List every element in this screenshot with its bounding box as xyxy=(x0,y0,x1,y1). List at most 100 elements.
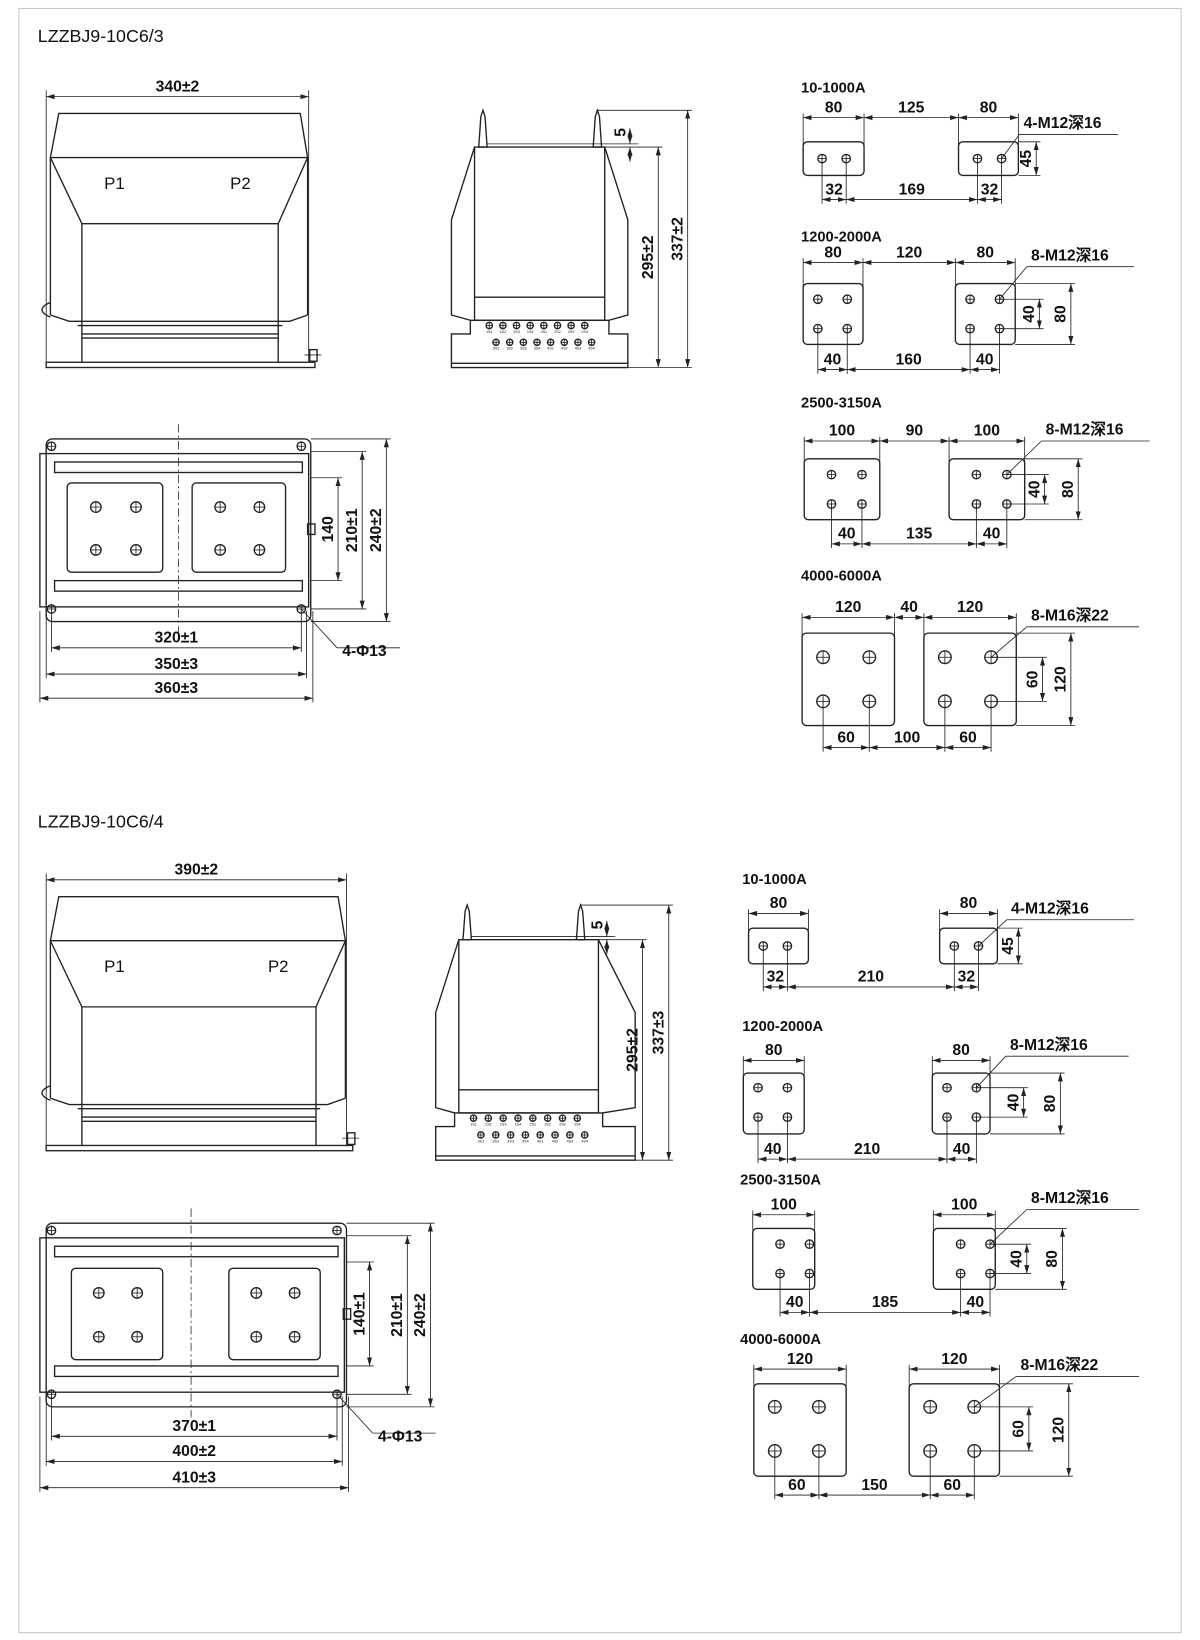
pad-width-dim-label: 100 xyxy=(771,1197,798,1214)
secondary-terminal-label: 4S1 xyxy=(537,1139,544,1143)
hole-spacing-dim-label: 32 xyxy=(767,969,785,986)
model-title: LZZBJ9-10C6/3 xyxy=(38,26,164,46)
ground-bolt-icon xyxy=(346,1132,356,1146)
base-plate xyxy=(45,1144,354,1152)
hole-spacing-dim-label: 40 xyxy=(786,1294,804,1311)
busbar-pad-left xyxy=(747,927,810,965)
pad-height-dim-label: 80 xyxy=(1053,305,1070,323)
hole-spacing-dim-label: 135 xyxy=(906,526,933,543)
secondary-terminal-label: 3S4 xyxy=(534,347,541,351)
secondary-terminal-label: 2S4 xyxy=(574,1123,581,1127)
horizontal-dim-label: 360±3 xyxy=(155,680,199,697)
base-flare xyxy=(50,314,308,322)
busbar-pad-left xyxy=(801,632,896,727)
pad-height-dim-label: 120 xyxy=(1051,1417,1068,1444)
pad-height-dim-label: 80 xyxy=(1044,1250,1061,1268)
primary-terminal-pad xyxy=(191,482,287,573)
secondary-terminal-label: 3S3 xyxy=(507,1139,514,1143)
secondary-terminal-label: 2S4 xyxy=(582,330,589,334)
secondary-terminal-label: 4S4 xyxy=(581,1139,588,1143)
busbar-pad-right xyxy=(908,1383,1001,1477)
pad-width-dim-label: 120 xyxy=(957,599,984,616)
vertical-dim-label: 240±2 xyxy=(412,1293,429,1337)
side-flange xyxy=(450,146,476,321)
terminal-p2-label: P2 xyxy=(268,957,289,976)
hole-spacing-dim-label: 100 xyxy=(894,729,921,746)
vertical-dim-label: 210±1 xyxy=(389,1293,406,1337)
bolt-hole-spec: 8-M12深16 xyxy=(1010,1035,1088,1054)
side-flange xyxy=(604,146,629,321)
secondary-terminal-label: 2S1 xyxy=(541,330,548,334)
hole-spacing-dim-label: 40 xyxy=(824,351,842,368)
busbar-pad-left xyxy=(753,1383,847,1477)
hole-spacing-dim-label: 160 xyxy=(896,351,923,368)
clamp-bar xyxy=(53,1245,339,1258)
height-337-dim-label: 337±2 xyxy=(669,217,686,261)
pad-width-dim-label: 120 xyxy=(787,1351,814,1368)
secondary-terminal-label: 1S4 xyxy=(515,1123,522,1127)
secondary-terminal-label: 2S3 xyxy=(568,330,575,334)
pad-gap-dim-label: 125 xyxy=(898,99,925,116)
hole-spacing-dim-label: 40 xyxy=(967,1294,985,1311)
bolt-hole-spec: 8-M16深22 xyxy=(1020,1355,1098,1374)
side-flange xyxy=(597,939,636,1114)
lifting-lug xyxy=(41,1084,51,1101)
leader-line xyxy=(989,1209,1028,1245)
pad-height-dim-label: 80 xyxy=(1042,1094,1059,1112)
terminal-p1-label: P1 xyxy=(104,174,125,193)
pad-height-dim-label: 80 xyxy=(1060,480,1077,498)
bolt-hole-spec: 8-M12深16 xyxy=(1031,1188,1109,1207)
pad-width-dim-label: 80 xyxy=(770,895,788,912)
secondary-terminal-label: 2S2 xyxy=(544,1123,551,1127)
horizontal-dim-label: 400±2 xyxy=(172,1443,216,1460)
primary-terminal-pad xyxy=(66,482,164,573)
hole-row-spacing-dim-label: 60 xyxy=(1024,670,1041,688)
secondary-terminal-label: 1S2 xyxy=(500,330,507,334)
width-dim-label: 340±2 xyxy=(156,78,200,95)
hole-spacing-dim-label: 40 xyxy=(764,1141,782,1158)
horizontal-dim-label: 350±3 xyxy=(155,656,199,673)
secondary-terminal-label: 1S1 xyxy=(470,1123,477,1127)
leader-line xyxy=(1006,440,1042,475)
pad-gap-dim-label: 90 xyxy=(906,423,924,440)
busbar-rating-title: 2500-3150A xyxy=(740,1172,821,1188)
leader-line xyxy=(1001,134,1020,159)
body-outline xyxy=(39,1237,346,1393)
leader-line xyxy=(974,1376,1017,1408)
pad-width-dim-label: 80 xyxy=(765,1042,783,1059)
bolt-hole-spec: 4-M12深16 xyxy=(1011,898,1089,917)
funnel-edge xyxy=(277,157,309,224)
secondary-terminal-label: 3S2 xyxy=(506,347,513,351)
busbar-rating-title: 10-1000A xyxy=(801,80,866,96)
busbar-pad-left xyxy=(742,1072,805,1135)
pad-gap-dim-label: 120 xyxy=(896,244,923,261)
secondary-terminal-label: 3S2 xyxy=(492,1139,499,1143)
secondary-terminal-label: 3S3 xyxy=(520,347,527,351)
hole-spacing-dim-label: 40 xyxy=(976,351,994,368)
pad-width-dim-label: 100 xyxy=(974,423,1001,440)
leader-line xyxy=(990,626,1028,658)
secondary-terminal-label: 1S3 xyxy=(513,330,520,334)
hole-spacing-dim-label: 169 xyxy=(899,181,926,198)
busbar-pad-right xyxy=(954,282,1016,346)
dim-5-label: 5 xyxy=(613,128,630,137)
leader-line xyxy=(976,1055,1007,1089)
secondary-terminal-label: 2S2 xyxy=(554,330,561,334)
busbar-rating-title: 1200-2000A xyxy=(801,230,882,246)
hole-spacing-dim-label: 32 xyxy=(981,181,999,198)
pad-width-dim-label: 120 xyxy=(941,1351,968,1368)
hole-spacing-dim-label: 32 xyxy=(825,181,843,198)
secondary-terminal-label: 4S2 xyxy=(561,347,568,351)
busbar-pad-right xyxy=(923,632,1017,727)
busbar-pad-right xyxy=(932,1227,996,1290)
secondary-terminal-label: 3S1 xyxy=(493,347,500,351)
hole-spacing-dim-label: 32 xyxy=(958,969,976,986)
secondary-terminal-label: 4S2 xyxy=(552,1139,559,1143)
hole-spacing-dim-label: 150 xyxy=(861,1477,888,1494)
bolt-hole-spec: 8-M12深16 xyxy=(1046,420,1124,439)
secondary-terminal-label: 3S4 xyxy=(522,1139,529,1143)
busbar-rating-title: 10-1000A xyxy=(742,872,807,888)
base-flare xyxy=(50,1097,346,1106)
hole-spacing-dim-label: 40 xyxy=(953,1141,971,1158)
